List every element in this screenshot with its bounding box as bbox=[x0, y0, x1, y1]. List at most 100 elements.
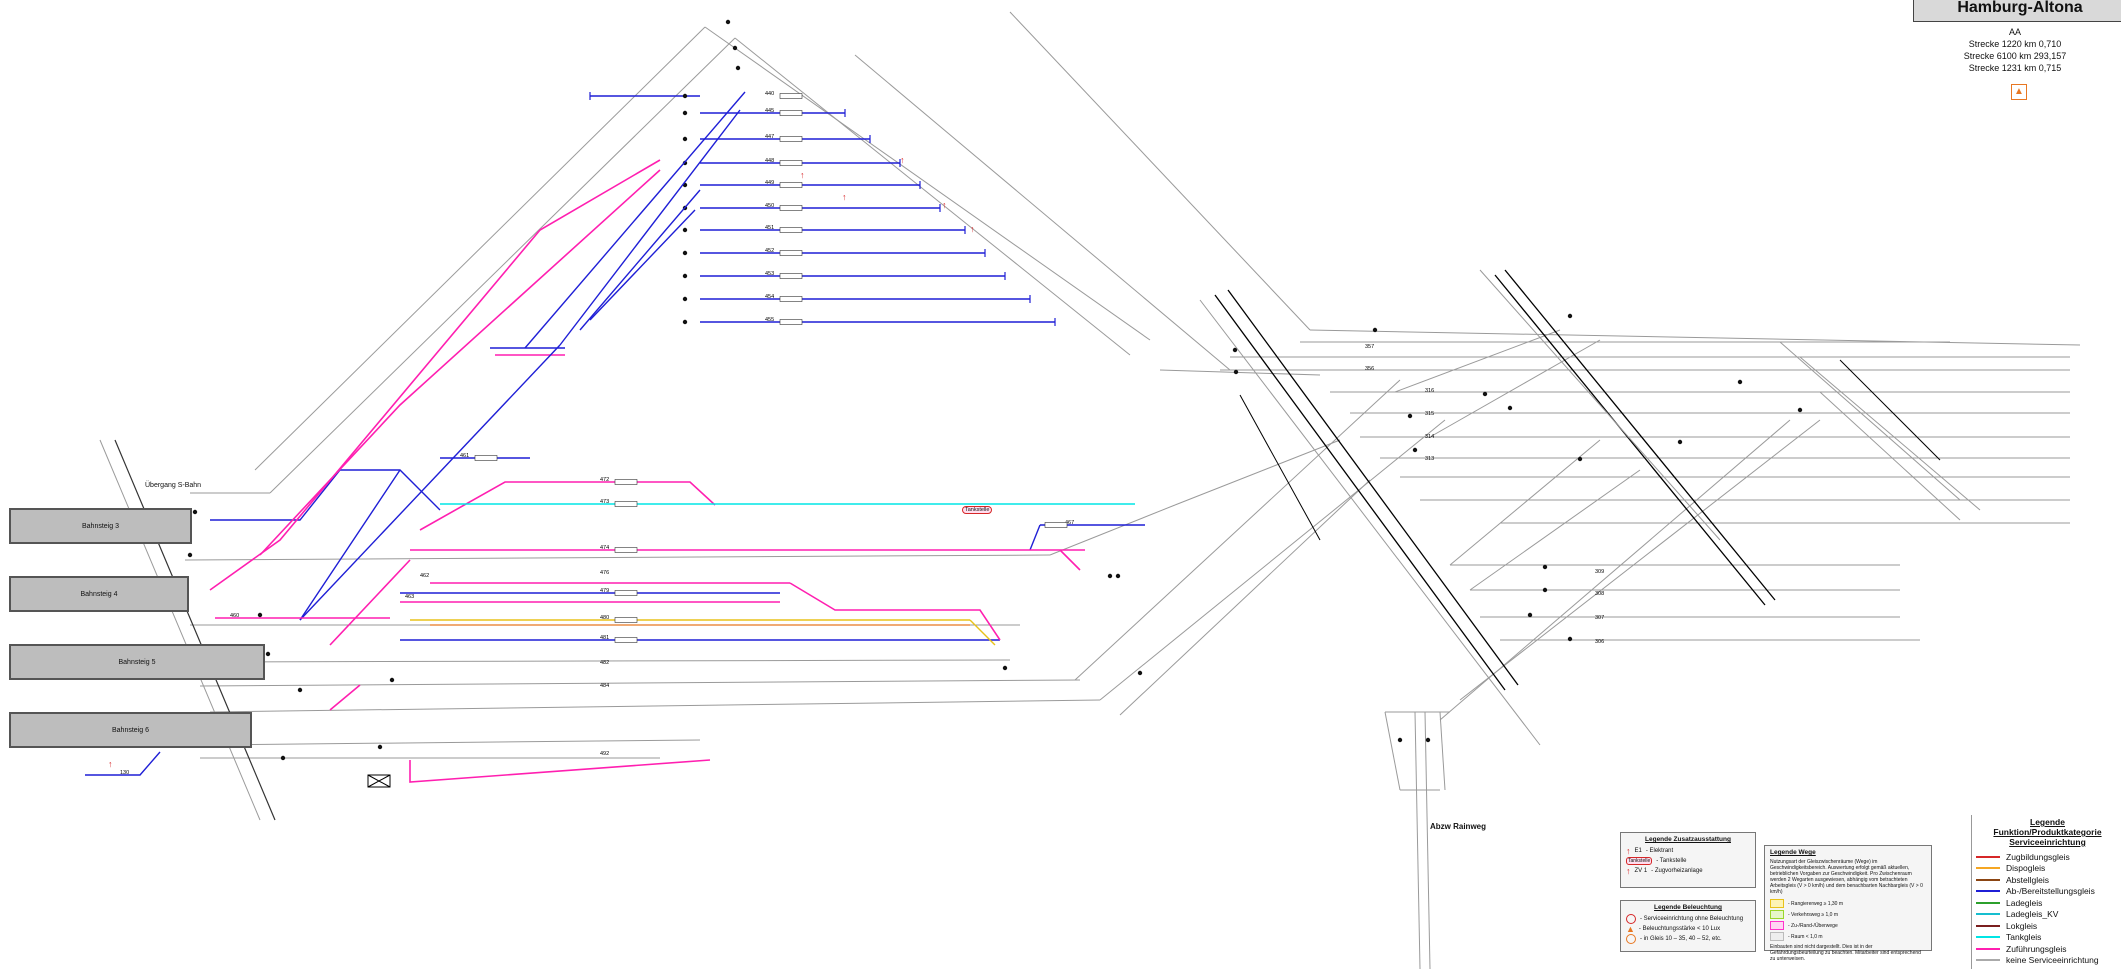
legend-funktion: Legende Funktion/Produktkategorie Servic… bbox=[1971, 815, 2121, 969]
legend-zusatz-label: - Elektrant bbox=[1645, 848, 1674, 854]
legend-beleuchtung-label: - Beleuchtungsstärke < 10 Lux bbox=[1638, 926, 1721, 932]
signal-icon bbox=[187, 552, 193, 558]
legend-wege-label: - Verkehrsweg ≥ 1,0 m bbox=[1788, 911, 1838, 918]
track-number: 357 bbox=[1365, 344, 1374, 350]
track-number: 453 bbox=[765, 271, 774, 277]
station-info: AA Strecke 1220 km 0,710 Strecke 6100 km… bbox=[1935, 26, 2095, 74]
outline-track bbox=[1159, 369, 1321, 376]
signal-icon bbox=[1567, 636, 1573, 642]
legend-color-swatch bbox=[1976, 913, 2000, 916]
legend-wege-intro: Nutzungsart der Gleiszwischenräume (Wege… bbox=[1770, 859, 1923, 895]
length-marker bbox=[779, 273, 803, 279]
legend-beleuchtung-label: - in Gleis 10 – 35, 40 – 52, etc. bbox=[1640, 936, 1722, 942]
platform-4-label: Bahnsteig 4 bbox=[80, 590, 118, 598]
bridge-line bbox=[1839, 359, 1941, 461]
signal-icon bbox=[1425, 737, 1431, 743]
length-marker bbox=[474, 455, 498, 461]
track-number: 460 bbox=[230, 613, 239, 619]
elektrant-icon: ↑ bbox=[970, 224, 975, 234]
signal-icon bbox=[1232, 347, 1238, 353]
outline-track bbox=[1009, 11, 1311, 331]
legend-color-swatch bbox=[1976, 855, 2000, 858]
track-number: 356 bbox=[1365, 366, 1374, 372]
legend-wege-row: - Raum < 1,0 m bbox=[1770, 931, 1926, 942]
signal-icon bbox=[1412, 447, 1418, 453]
signal-icon bbox=[1233, 369, 1239, 375]
legend-funktion-label: Abstellgleis bbox=[2006, 874, 2049, 885]
track-fan-diagonal bbox=[589, 209, 696, 321]
outline-track bbox=[199, 679, 1081, 687]
signal-icon bbox=[732, 45, 738, 51]
track-pink-diagonal bbox=[259, 169, 661, 556]
legend-beleuchtung-title: Legende Beleuchtung bbox=[1654, 904, 1722, 911]
legend-funktion-row: Ladegleis bbox=[1976, 897, 2119, 909]
track-blue bbox=[1029, 524, 1041, 551]
track-number: 307 bbox=[1595, 615, 1604, 621]
legend-funktion-row: Zuführungsgleis bbox=[1976, 943, 2119, 955]
track-number: 447 bbox=[765, 134, 774, 140]
legend-wege-row: - Verkehrsweg ≥ 1,0 m bbox=[1770, 909, 1926, 920]
track-130 bbox=[85, 751, 161, 776]
signal-icon bbox=[377, 744, 383, 750]
length-marker bbox=[614, 637, 638, 643]
legend-funktion-row: Lokgleis bbox=[1976, 920, 2119, 932]
track-blue bbox=[210, 469, 441, 521]
legend-color-swatch bbox=[1976, 890, 2000, 893]
legend-funktion-label: Dispogleis bbox=[2006, 863, 2046, 874]
length-marker bbox=[779, 182, 803, 188]
outline-track bbox=[1174, 439, 1341, 506]
legend-color-swatch bbox=[1976, 901, 2000, 904]
legend-color-swatch bbox=[1976, 947, 2000, 950]
elektrant-icon: ↑ bbox=[108, 759, 113, 769]
legend-beleuchtung-label: - Serviceeinrichtung ohne Beleuchtung bbox=[1640, 916, 1744, 922]
yard-track bbox=[1424, 711, 1431, 969]
legend-funktion-subtitle: Serviceeinrichtung bbox=[2009, 837, 2086, 847]
signal-icon bbox=[389, 677, 395, 683]
legend-zusatz-symbol: ZV 1 bbox=[1634, 868, 1648, 874]
yard-track bbox=[1799, 356, 1981, 511]
signal-icon bbox=[1107, 573, 1113, 579]
outline-track bbox=[184, 554, 1051, 561]
outline-track bbox=[199, 739, 701, 746]
legend-funktion-row: Dispogleis bbox=[1976, 863, 2119, 875]
station-line-2: Strecke 6100 km 293,157 bbox=[1963, 51, 2067, 61]
outline-track bbox=[209, 699, 1101, 713]
platform-3-label: Bahnsteig 3 bbox=[82, 522, 119, 530]
elektrant-icon: ↑ bbox=[1626, 846, 1631, 856]
length-marker bbox=[779, 227, 803, 233]
platform-access bbox=[114, 439, 276, 821]
track-blue bbox=[299, 469, 401, 621]
station-code: AA bbox=[2008, 27, 2021, 37]
track-pink bbox=[789, 582, 1001, 641]
legend-beleuchtung-row: ▲- Beleuchtungsstärke < 10 Lux bbox=[1626, 924, 1750, 934]
signal-icon bbox=[280, 755, 286, 761]
yard-track bbox=[1459, 419, 1821, 701]
track-number: 308 bbox=[1595, 591, 1604, 597]
legend-wege-label: - Zu-/Rand-/Überwege bbox=[1788, 922, 1838, 929]
outline-track bbox=[1074, 379, 1401, 681]
station-line-1: Strecke 1220 km 0,710 bbox=[1968, 39, 2062, 49]
length-marker bbox=[779, 319, 803, 325]
track-fan-diagonal bbox=[559, 109, 741, 346]
outline-track bbox=[854, 54, 1231, 371]
bridge-line bbox=[1494, 274, 1766, 606]
length-marker bbox=[779, 136, 803, 142]
platform-3: Bahnsteig 3 bbox=[9, 508, 192, 544]
legend-funktion-label: Tankgleis bbox=[2006, 932, 2042, 943]
track-pink bbox=[329, 684, 361, 711]
platform-5: Bahnsteig 5 bbox=[9, 644, 265, 680]
warning-light-icon: ▲ bbox=[2011, 84, 2027, 100]
yard-track bbox=[1779, 341, 1961, 501]
bridge-line bbox=[1214, 294, 1506, 691]
rangiererweg-swatch bbox=[1770, 899, 1784, 908]
legend-color-swatch bbox=[1976, 924, 2000, 927]
outline-track bbox=[254, 26, 706, 471]
light-gleis-icon bbox=[1626, 934, 1636, 944]
no-light-icon bbox=[1626, 914, 1636, 924]
legend-zusatz-row: Tankstelle- Tankstelle bbox=[1626, 856, 1750, 866]
track-number: 476 bbox=[600, 570, 609, 576]
signal-icon bbox=[1002, 665, 1008, 671]
legend-funktion-row: keine Serviceeinrichtung bbox=[1976, 955, 2119, 967]
track-pink-diagonal bbox=[209, 159, 661, 591]
track-number: 449 bbox=[765, 180, 774, 186]
